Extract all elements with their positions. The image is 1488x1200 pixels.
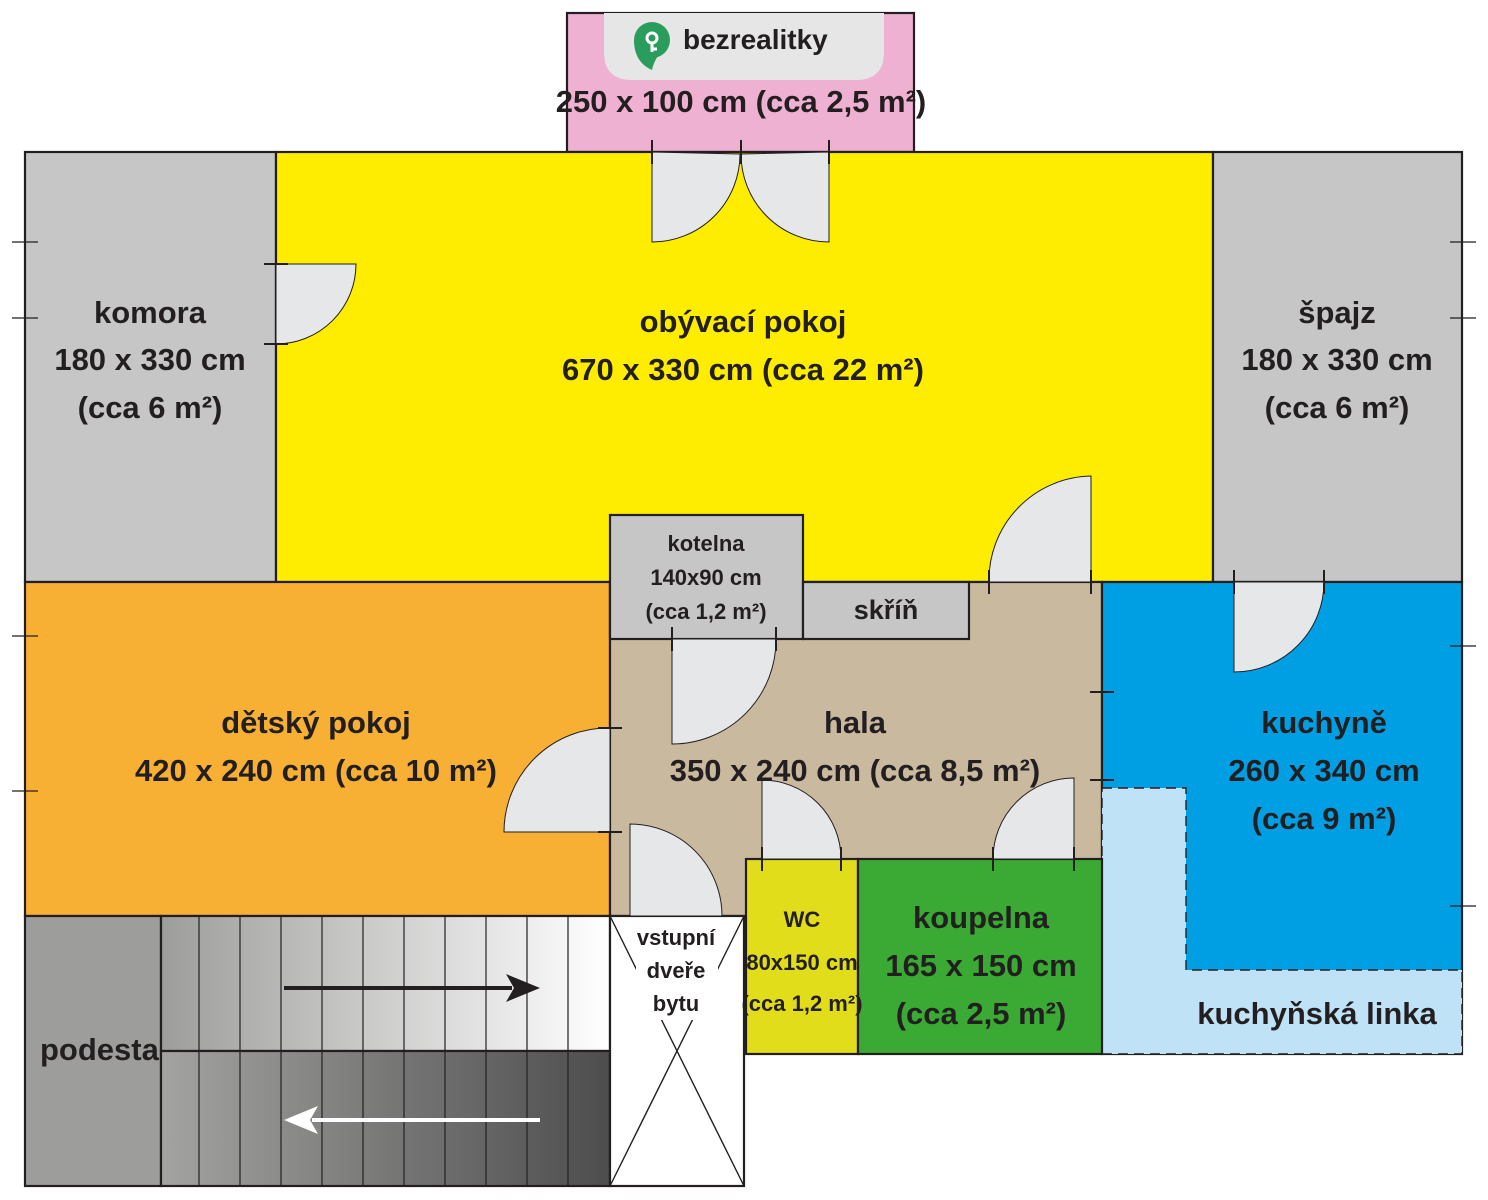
bathroom-size: 165 x 150 cm xyxy=(885,948,1076,983)
balcony-dimensions: 250 x 100 cm (cca 2,5 m²) xyxy=(556,84,927,119)
entrance-line-2: dveře xyxy=(647,958,706,983)
spajz-name: špajz xyxy=(1298,295,1376,330)
living-size: 670 x 330 cm (cca 22 m²) xyxy=(562,352,924,387)
wc-size: 80x150 cm xyxy=(746,950,857,975)
spajz-area: (cca 6 m²) xyxy=(1265,390,1410,425)
kitchen-counter-label: kuchyňská linka xyxy=(1197,996,1437,1031)
living-name: obývací pokoj xyxy=(640,304,847,339)
landing-label: podesta xyxy=(40,1032,160,1067)
wc-area: (cca 1,2 m²) xyxy=(741,991,862,1016)
kitchen-size: 260 x 340 cm xyxy=(1228,753,1419,788)
entrance-line-3: bytu xyxy=(653,991,699,1016)
landing-area xyxy=(23,914,163,1188)
brand-logo: bezrealitky xyxy=(604,13,884,80)
bathroom-area: (cca 2,5 m²) xyxy=(896,996,1067,1031)
child-size: 420 x 240 cm (cca 10 m²) xyxy=(135,753,497,788)
brand-name: bezrealitky xyxy=(683,24,828,55)
komora-name: komora xyxy=(94,295,207,330)
hall-size: 350 x 240 cm (cca 8,5 m²) xyxy=(670,753,1041,788)
kotelna-room xyxy=(608,513,805,641)
komora-size: 180 x 330 cm xyxy=(54,342,245,377)
komora-area: (cca 6 m²) xyxy=(78,390,223,425)
hall-name: hala xyxy=(824,705,887,740)
doors xyxy=(264,140,1325,917)
staircase xyxy=(159,914,612,1188)
entrance-label: vstupní dveře bytu xyxy=(636,920,718,1020)
spajz-room xyxy=(1211,150,1464,584)
kitchen-name: kuchyně xyxy=(1261,705,1387,740)
skrin-name: skříň xyxy=(854,595,919,625)
child-room xyxy=(23,580,612,918)
kotelna-name: kotelna xyxy=(667,531,745,556)
child-name: dětský pokoj xyxy=(221,705,411,740)
wc-name: WC xyxy=(784,907,821,932)
bathroom-room xyxy=(856,857,1104,1056)
kitchen-area: (cca 9 m²) xyxy=(1252,801,1397,836)
wc-room xyxy=(744,857,860,1056)
bathroom-name: koupelna xyxy=(913,900,1050,935)
kotelna-size: 140x90 cm xyxy=(650,565,761,590)
window-marks xyxy=(12,241,1476,907)
spajz-size: 180 x 330 cm xyxy=(1241,342,1432,377)
kotelna-area: (cca 1,2 m²) xyxy=(645,599,766,624)
entrance-line-1: vstupní xyxy=(637,925,716,950)
skrin-closet xyxy=(801,580,971,641)
